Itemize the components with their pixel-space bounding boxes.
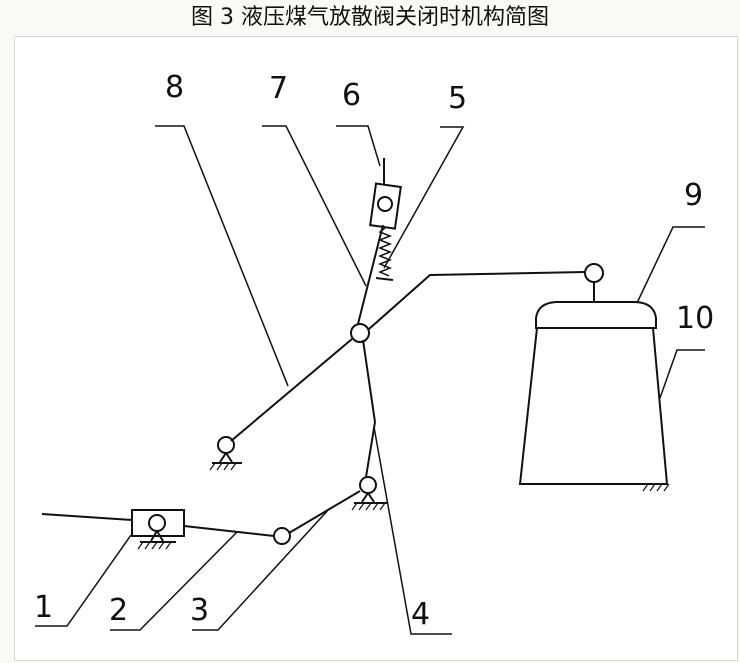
label-10: 10 [676,301,714,336]
leader-10 [659,349,705,399]
label-9: 9 [684,178,703,213]
leader-6 [336,125,381,167]
cylinder-block [369,182,402,230]
slider-block [131,509,185,537]
slider-pivot [148,514,166,532]
label-3: 3 [190,593,209,628]
leader-3 [192,507,331,631]
label-6: 6 [342,78,361,113]
leader-5 [383,126,465,269]
label-5: 5 [448,81,467,116]
leader-4 [373,426,452,635]
spring [377,227,393,277]
upper-link [357,224,384,325]
lever-short-arm [365,421,376,478]
input-rod [41,513,133,521]
label-7: 7 [269,71,288,106]
vertical-link [362,339,376,423]
lower-left-arm [230,338,353,442]
left-pivot [217,436,235,454]
figure-panel [14,36,738,661]
connecting-rod [183,525,275,537]
piston-pivot [377,196,393,212]
center-joint [350,323,370,343]
figure-caption: 图 3 液压煤气放散阀关闭时机构简图 [191,5,549,30]
label-2: 2 [109,593,128,628]
valve-body [518,327,669,485]
leader-7 [262,125,367,287]
valve-lift-joint [584,263,604,283]
leader-2 [110,531,238,631]
leader-9 [636,226,705,304]
valve-arm [368,271,586,330]
left-pivot-ground [209,452,242,471]
label-8: 8 [165,70,184,105]
lower-pivot [359,476,377,494]
crank-link [288,490,361,534]
label-4: 4 [411,597,430,632]
lower-pivot-ground [351,492,388,511]
label-1: 1 [34,590,53,625]
slider-ground [137,530,176,550]
valve-cap [535,301,657,329]
crank-joint [273,527,291,545]
spring-seat [375,277,394,281]
leader-8 [155,125,289,387]
valve-ground [642,483,670,492]
leader-1 [35,534,132,627]
